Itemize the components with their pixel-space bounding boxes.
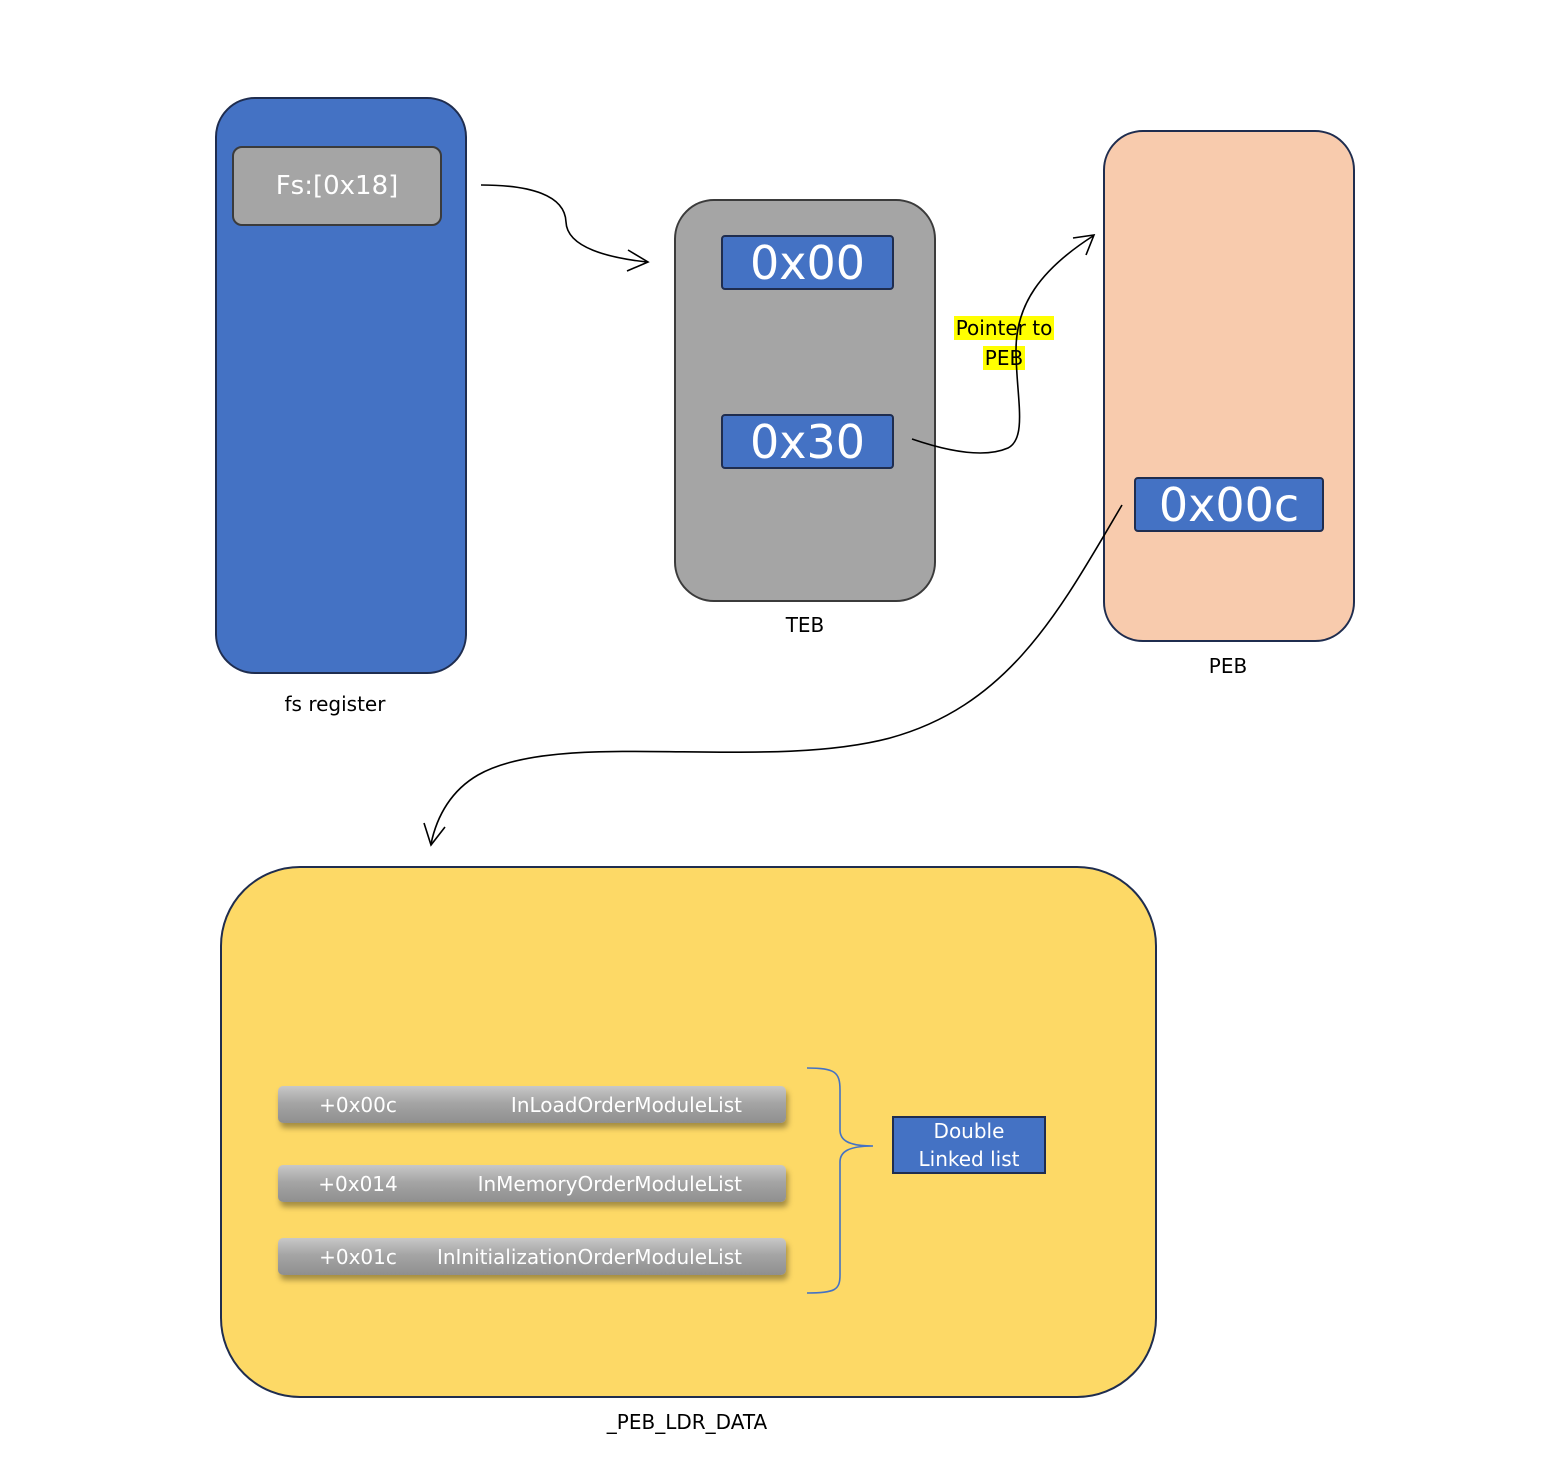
arrow-peb-to-ldr — [430, 504, 1123, 845]
curly-brace — [806, 1067, 874, 1294]
ldr-entry-name: InLoadOrderModuleList — [510, 1092, 742, 1117]
peb-ldr-data-label: _PEB_LDR_DATA — [606, 1410, 768, 1434]
ldr-entry-name: InInitializationOrderModuleList — [436, 1244, 742, 1269]
fs-register-label: fs register — [284, 692, 386, 716]
peb-offset-0x00c: 0x00c — [1134, 477, 1324, 532]
pointer-note-line1: Pointer to — [953, 316, 1055, 340]
teb-offset-0x00: 0x00 — [721, 235, 894, 290]
ldr-entry-offset: +0x01c — [319, 1244, 397, 1269]
ldr-entry-name: InMemoryOrderModuleList — [477, 1171, 742, 1196]
double-linked-list-note: Double Linked list — [892, 1116, 1046, 1174]
double-linked-list-line2: Linked list — [918, 1147, 1020, 1171]
peb-box — [1103, 130, 1355, 642]
arrow-teb-to-peb — [911, 235, 1094, 454]
ldr-entry-in-memory-order: +0x014 InMemoryOrderModuleList — [278, 1165, 786, 1202]
fs-register-cell: Fs:[0x18] — [232, 146, 442, 226]
arrow-teb-to-peb-head — [1072, 234, 1096, 256]
ldr-entry-in-initialization-order: +0x01c InInitializationOrderModuleList — [278, 1238, 786, 1275]
ldr-entry-offset: +0x014 — [318, 1171, 398, 1196]
peb-label: PEB — [1208, 654, 1248, 678]
ldr-entry-offset: +0x00c — [319, 1092, 397, 1117]
double-linked-list-line1: Double — [933, 1119, 1005, 1143]
arrow-fs-to-teb-head — [626, 249, 650, 272]
pointer-to-peb-note: Pointer to PEB — [950, 313, 1058, 373]
teb-offset-0x30: 0x30 — [721, 414, 894, 469]
ldr-entry-in-load-order: +0x00c InLoadOrderModuleList — [278, 1086, 786, 1123]
arrow-fs-to-teb — [480, 184, 648, 263]
arrow-peb-to-ldr-head — [423, 822, 446, 847]
teb-label: TEB — [785, 613, 825, 637]
